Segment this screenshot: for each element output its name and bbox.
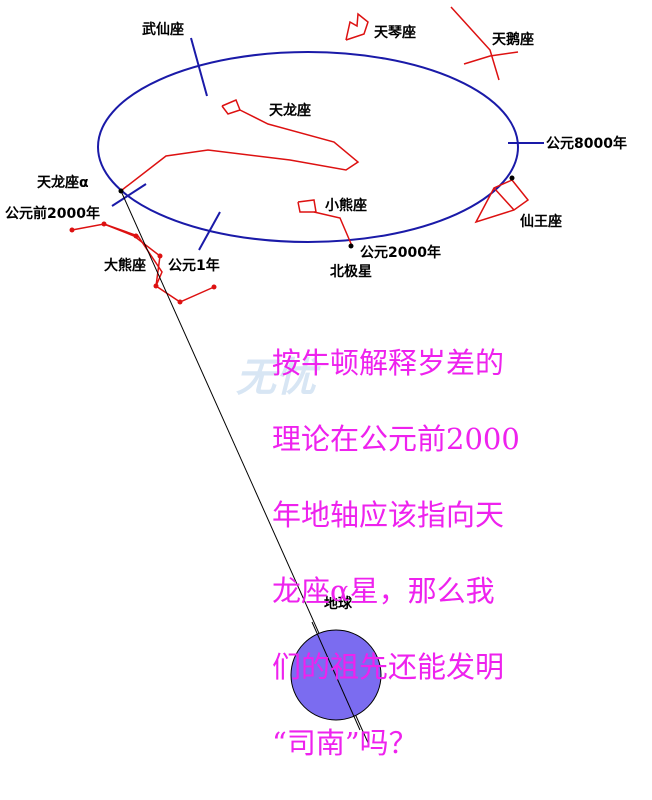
lyra-constellation xyxy=(345,12,369,41)
ursa-minor-constellation xyxy=(297,199,317,213)
label-year-8000: 公元8000年 xyxy=(546,135,627,152)
ursa-major-stars xyxy=(69,221,217,305)
label-ursa-minor: 小熊座 xyxy=(325,197,367,214)
draco-body xyxy=(121,109,360,191)
cygnus-cross xyxy=(463,51,519,65)
question-line-2: 理论在公元前2000 xyxy=(272,422,520,456)
question-line-5: 们的祖先还能发明 xyxy=(272,650,505,684)
question-line-1: 按牛顿解释岁差的 xyxy=(272,346,505,380)
question-line-4: 龙座α星，那么我 xyxy=(272,574,495,608)
label-bc-2000: 公元前2000年 xyxy=(5,205,100,222)
label-draco: 天龙座 xyxy=(269,102,311,119)
label-ad-2000: 公元2000年 xyxy=(360,244,441,261)
polaris-star xyxy=(348,243,354,249)
earth-axis-front xyxy=(311,621,361,731)
watermark: 无忧 xyxy=(236,355,316,401)
label-cassiopeia: 仙王座 xyxy=(520,213,562,230)
label-hercules: 武仙座 xyxy=(142,21,184,38)
cygnus-constellation xyxy=(450,6,500,81)
tick-bc2000 xyxy=(111,183,147,207)
question-text: 按牛顿解释岁差的 理论在公元前2000 年地轴应该指向天 龙座α星，那么我 们的… xyxy=(272,306,632,800)
precession-diagram: 武仙座 天琴座 天鹅座 天龙座 公元8000年 天龙座α 公元前2000年 小熊… xyxy=(5,6,627,745)
precession-circle xyxy=(97,51,519,243)
tick-hercules xyxy=(190,37,208,97)
cepheus-constellation xyxy=(474,179,530,224)
label-lyra: 天琴座 xyxy=(374,24,416,41)
label-earth: 地球 xyxy=(324,595,353,612)
label-polaris: 北极星 xyxy=(330,263,372,280)
label-ad-1: 公元1年 xyxy=(168,257,220,274)
tick-ad1 xyxy=(198,211,221,251)
label-cygnus: 天鹅座 xyxy=(492,31,534,48)
question-line-3: 年地轴应该指向天 xyxy=(272,498,505,532)
question-line-6: “司南”吗？ xyxy=(272,726,418,760)
ursa-minor-handle xyxy=(313,211,353,247)
cepheus-inner xyxy=(493,187,515,211)
ursa-major-branch xyxy=(103,223,163,287)
label-alpha-draconis: 天龙座α xyxy=(37,174,89,191)
draco-head xyxy=(221,99,241,115)
cepheus-star xyxy=(509,175,515,181)
label-ursa-major: 大熊座 xyxy=(104,257,146,274)
